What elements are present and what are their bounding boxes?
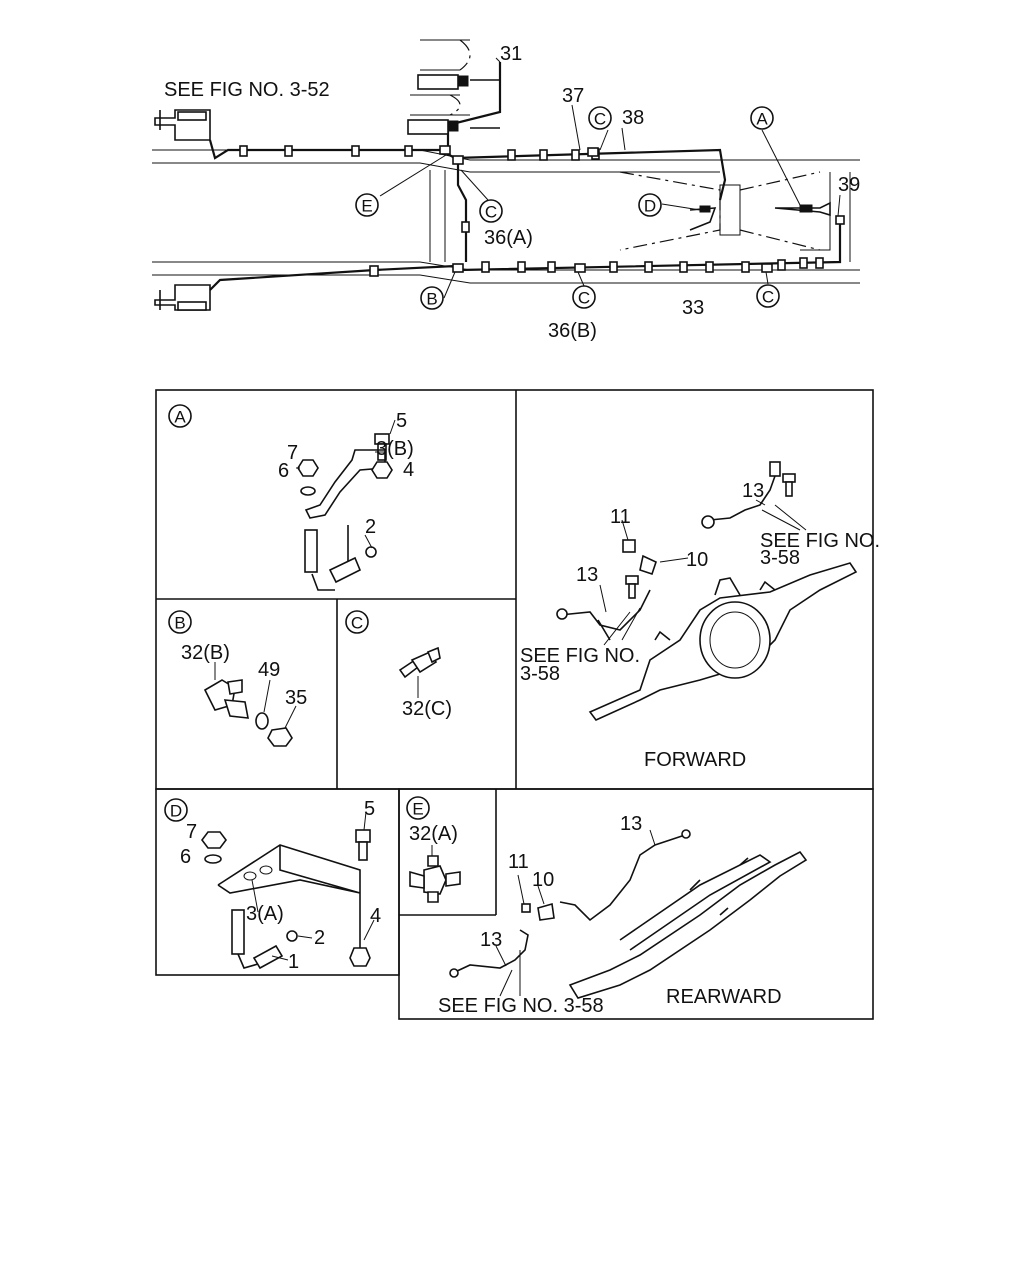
callout-c-low1: C (572, 285, 596, 309)
svg-text:C: C (485, 203, 497, 222)
panel-a-label-2: 2 (365, 516, 376, 538)
panel-c-label-32c: 32(C) (402, 698, 452, 720)
panel-e-letter: E (412, 800, 423, 819)
panel-a-letter: A (174, 408, 186, 427)
callout-c-low2: C (756, 284, 780, 308)
forward-label-13a: 13 (742, 480, 764, 502)
panel-b-label-35: 35 (285, 687, 307, 709)
rearward-label-11: 11 (508, 851, 529, 873)
rearward-label-13a: 13 (620, 813, 642, 835)
panel-a-label-6: 6 (278, 460, 289, 482)
rearward-label-10: 10 (532, 869, 554, 891)
rearward-label-13b: 13 (480, 929, 502, 951)
panel-a-label-3b: 3(B) (376, 438, 414, 460)
forward-see-fig-right-2: 3-58 (760, 547, 800, 569)
panel-d-label-7: 7 (186, 821, 197, 843)
detail-panels-frame (155, 389, 874, 1020)
panel-d-label-6: 6 (180, 846, 191, 868)
svg-text:C: C (762, 288, 774, 307)
panel-a: A 5 3(B) 7 6 4 2 (168, 404, 414, 591)
see-fig-top: SEE FIG NO. 3-52 (164, 79, 330, 101)
callout-e: E (355, 193, 379, 217)
line-clips (239, 145, 845, 277)
label-36a: 36(A) (484, 227, 533, 249)
label-36b: 36(B) (548, 320, 597, 342)
callout-d: D (638, 193, 662, 217)
forward-label-13b: 13 (576, 564, 598, 586)
panel-d-label-1: 1 (288, 951, 299, 973)
forward-caption: FORWARD (644, 749, 746, 771)
rearward-caption: REARWARD (666, 986, 782, 1008)
panel-rearward: 13 13 11 10 SEE FIG NO. 3-58 REARWARD (438, 813, 808, 1017)
callout-b: B (420, 286, 444, 310)
forward-see-fig-left-1: SEE FIG NO. (520, 645, 640, 667)
svg-text:C: C (578, 289, 590, 308)
callout-a: A (750, 106, 774, 130)
panel-d-letter: D (170, 802, 182, 821)
panel-d: D 5 7 6 3(A) 2 4 1 (164, 798, 381, 973)
panel-e: E 32(A) (406, 796, 461, 903)
forward-see-fig-right-1: SEE FIG NO. (760, 530, 880, 552)
forward-label-10: 10 (686, 549, 708, 571)
panel-e-label-32a: 32(A) (409, 823, 458, 845)
callout-c-top: C (588, 106, 612, 130)
panel-forward: 13 13 11 10 SEE FIG NO. 3-58 SEE FIG NO.… (520, 461, 880, 771)
panel-b: B 32(B) 49 35 (168, 610, 307, 747)
forward-see-fig-left-2: 3-58 (520, 663, 560, 685)
svg-text:C: C (594, 110, 606, 129)
panel-d-label-4: 4 (370, 905, 381, 927)
svg-text:D: D (644, 197, 656, 216)
label-37: 37 (562, 85, 584, 107)
forward-label-11: 11 (610, 506, 631, 528)
panel-b-label-32b: 32(B) (181, 642, 230, 664)
svg-text:B: B (426, 290, 437, 309)
panel-c-letter: C (351, 614, 363, 633)
panel-d-label-2: 2 (314, 927, 325, 949)
callout-c-mid: C (479, 199, 503, 223)
label-39: 39 (838, 174, 860, 196)
panel-b-letter: B (174, 614, 185, 633)
rearward-see-fig: SEE FIG NO. 3-58 (438, 995, 604, 1017)
panel-d-label-5: 5 (364, 798, 375, 820)
frame-diagram: SEE FIG NO. 3-52 31 37 38 39 36(A) 36(B)… (152, 39, 860, 342)
panel-c: C 32(C) (345, 610, 452, 720)
label-38: 38 (622, 107, 644, 129)
panel-a-label-7: 7 (287, 442, 298, 464)
panel-d-label-3a: 3(A) (246, 903, 284, 925)
panel-a-label-5: 5 (396, 410, 407, 432)
label-31: 31 (500, 43, 522, 65)
svg-text:E: E (361, 197, 372, 216)
panel-b-label-49: 49 (258, 659, 280, 681)
panel-a-label-4: 4 (403, 459, 414, 481)
svg-text:A: A (756, 110, 768, 129)
label-33: 33 (682, 297, 704, 319)
